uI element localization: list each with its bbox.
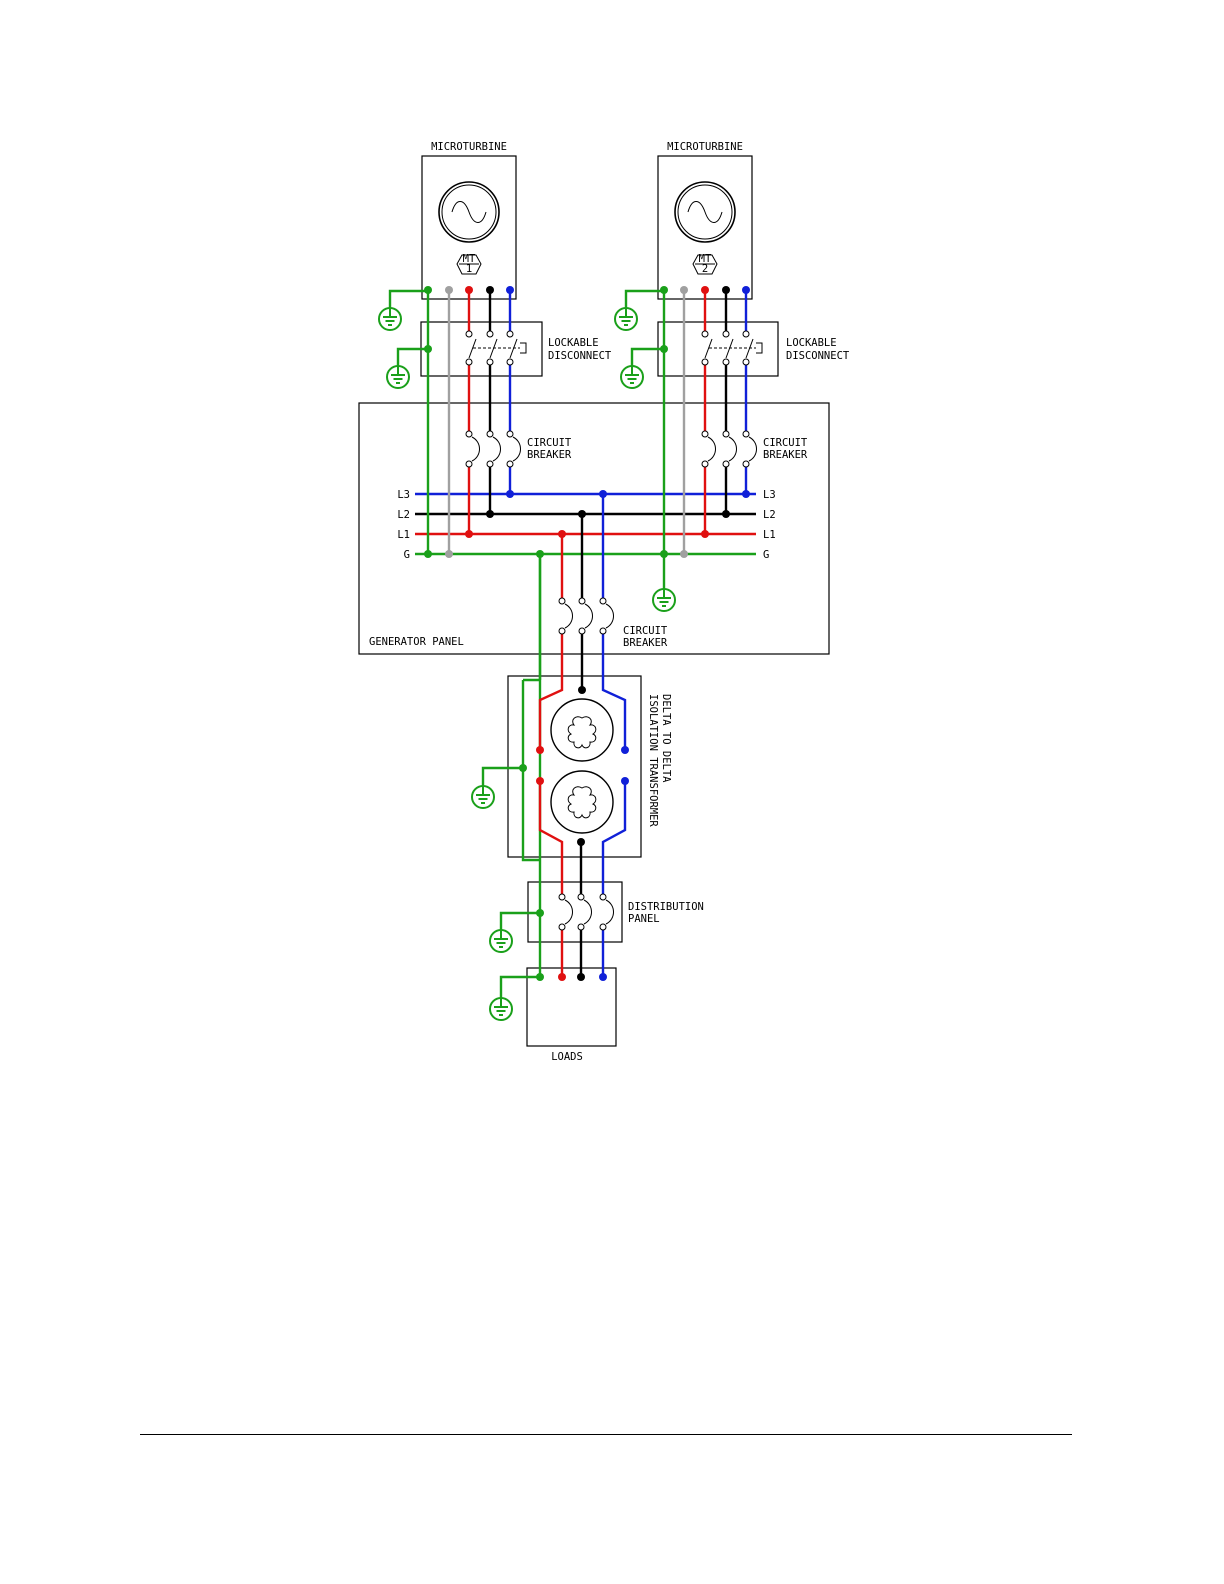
generator-panel-box [359,403,829,654]
disconnect-1-switches [466,331,526,365]
microturbine-2-box [658,156,752,299]
microturbine-1-box [422,156,516,299]
disconnect-2-box [658,322,778,376]
disconnect-1-box [421,322,542,376]
bus-label-left-g: G [404,549,410,561]
bus-label-right-l2: L2 [763,509,776,521]
bus-label-right-l3: L3 [763,489,776,501]
disconnect-2-label-1: LOCKABLE [786,337,837,349]
ground-icon [621,366,643,388]
breaker-out-poles [559,598,614,634]
breaker-2-label-2: BREAKER [763,449,808,461]
disconnect-1-label-2: DISCONNECT [548,350,612,362]
breaker-out-label-1: CIRCUIT [623,625,668,637]
breaker-2-label-1: CIRCUIT [763,437,808,449]
breaker-1-label-1: CIRCUIT [527,437,572,449]
bus-label-left-l2: L2 [397,509,410,521]
ground-icon [387,366,409,388]
microturbine-1-title: MICROTURBINE [431,141,507,153]
bus-label-left-l3: L3 [397,489,410,501]
bus-label-left-l1: L1 [397,529,410,541]
generator-panel-title: GENERATOR PANEL [369,636,464,648]
microturbine-2-title: MICROTURBINE [667,141,743,153]
transformer-primary-winding [551,699,613,761]
transformer-secondary-winding [551,771,613,833]
breaker-1-label-2: BREAKER [527,449,572,461]
ground-icon [615,308,637,330]
disconnect-1-label-1: LOCKABLE [548,337,599,349]
distribution-breaker-poles [559,894,614,930]
ground-icon [472,786,494,808]
breaker-out-label-2: BREAKER [623,637,668,649]
ground-icon [379,308,401,330]
microturbine-1-tag-bottom: 1 [466,263,472,275]
breaker-1-poles [466,431,521,467]
breaker-2-poles [702,431,757,467]
disconnect-2-label-2: DISCONNECT [786,350,850,362]
junction-dots [424,286,750,981]
transformer-label-1: DELTA TO DELTA [660,694,672,783]
loads-title: LOADS [551,1051,583,1063]
disconnect-2-switches [702,331,762,365]
transformer-label-2: ISOLATION TRANSFORMER [647,694,659,827]
ground-icon [490,930,512,952]
microturbine-2-tag-bottom: 2 [702,263,708,275]
bus-label-right-g: G [763,549,769,561]
ground-icon [490,998,512,1020]
distribution-panel-label-2: PANEL [628,913,660,925]
ground-icon [653,589,675,611]
footer-rule [140,1434,1072,1435]
bus-label-right-l1: L1 [763,529,776,541]
distribution-panel-label-1: DISTRIBUTION [628,901,704,913]
